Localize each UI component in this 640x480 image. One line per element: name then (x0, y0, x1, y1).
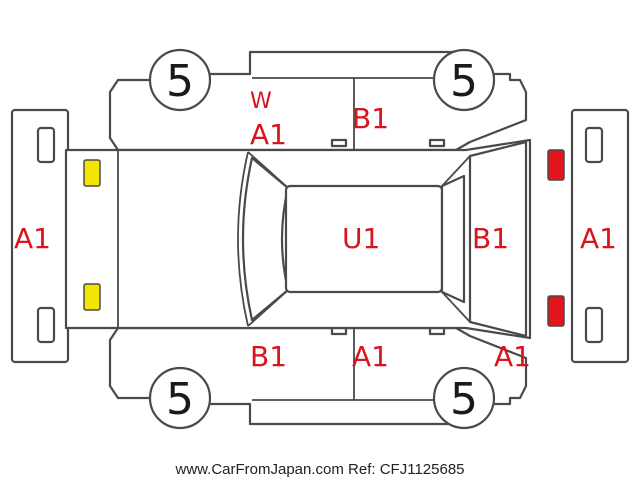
code-rear-bumper: A1 (580, 222, 617, 255)
rear-right-light (547, 295, 565, 327)
upper-body-side (108, 50, 528, 152)
lower-body-side (108, 326, 528, 426)
code-lower-right-door: A1 (352, 340, 389, 373)
tire-rear-left-value: 5 (166, 374, 194, 425)
code-upper-left-door: A1 (250, 118, 287, 151)
rear-left-light (547, 149, 565, 181)
rear-bumper (570, 108, 630, 364)
code-upper-left-marker: W (250, 89, 272, 114)
code-upper-right-door: B1 (352, 102, 389, 135)
vehicle-body-top (64, 138, 532, 340)
tire-front-left: 5 (148, 48, 212, 112)
front-right-light (83, 283, 101, 311)
code-front-bumper: A1 (14, 222, 51, 255)
tire-front-left-value: 5 (166, 56, 194, 107)
tire-rear-right: 5 (432, 366, 496, 430)
tire-rear-right-value: 5 (450, 374, 478, 425)
code-tailgate: B1 (472, 222, 509, 255)
code-lower-left-door: B1 (250, 340, 287, 373)
code-roof: U1 (342, 222, 380, 255)
tire-rear-left: 5 (148, 366, 212, 430)
tire-front-right-value: 5 (450, 56, 478, 107)
front-left-light (83, 159, 101, 187)
footer-reference: www.CarFromJapan.com Ref: CFJ1125685 (175, 461, 465, 478)
code-rear-quarter-lower: A1 (494, 340, 531, 373)
tire-front-right: 5 (432, 48, 496, 112)
